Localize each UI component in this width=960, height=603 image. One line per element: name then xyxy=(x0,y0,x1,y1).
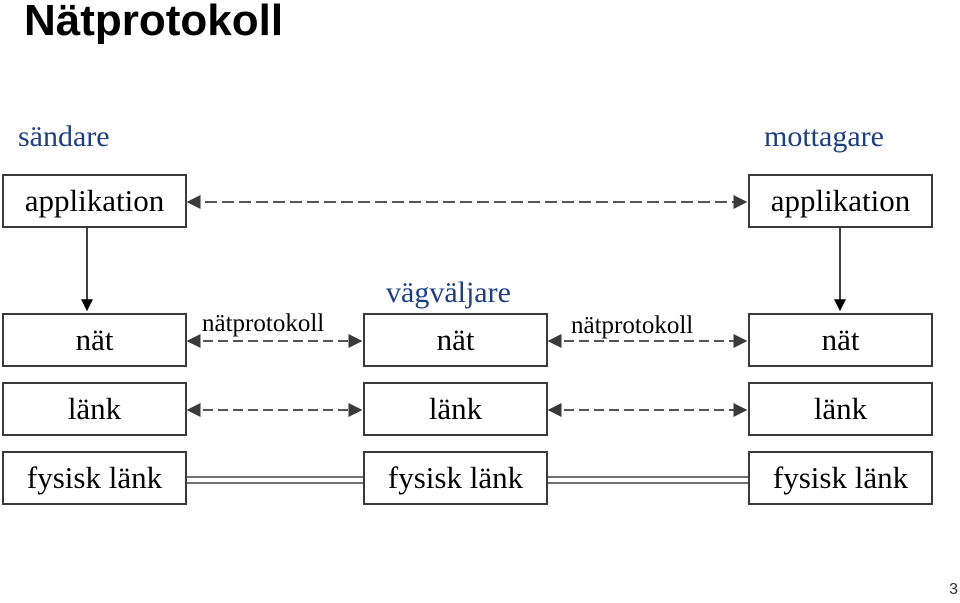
router-physical-layer: fysisk länk xyxy=(363,451,548,505)
receiver-network-layer: nät xyxy=(748,313,933,367)
sender-network-layer: nät xyxy=(2,313,187,367)
protocol-label-left: nätprotokoll xyxy=(202,310,325,337)
receiver-link-layer: länk xyxy=(748,382,933,436)
sender-physical-layer: fysisk länk xyxy=(2,451,187,505)
receiver-application-layer: applikation xyxy=(748,174,933,228)
physical-connection-right xyxy=(547,476,748,484)
sender-label: sändare xyxy=(18,120,110,153)
router-link-layer: länk xyxy=(363,382,548,436)
receiver-label: mottagare xyxy=(764,120,884,153)
router-network-layer: nät xyxy=(363,313,548,367)
sender-application-layer: applikation xyxy=(2,174,187,228)
slide-title: Nätprotokoll xyxy=(24,0,284,45)
page-number: 3 xyxy=(949,581,958,598)
receiver-physical-layer: fysisk länk xyxy=(748,451,933,505)
sender-link-layer: länk xyxy=(2,382,187,436)
protocol-label-right: nätprotokoll xyxy=(571,312,694,339)
physical-connection-left xyxy=(186,476,363,484)
router-label: vägväljare xyxy=(386,276,511,309)
